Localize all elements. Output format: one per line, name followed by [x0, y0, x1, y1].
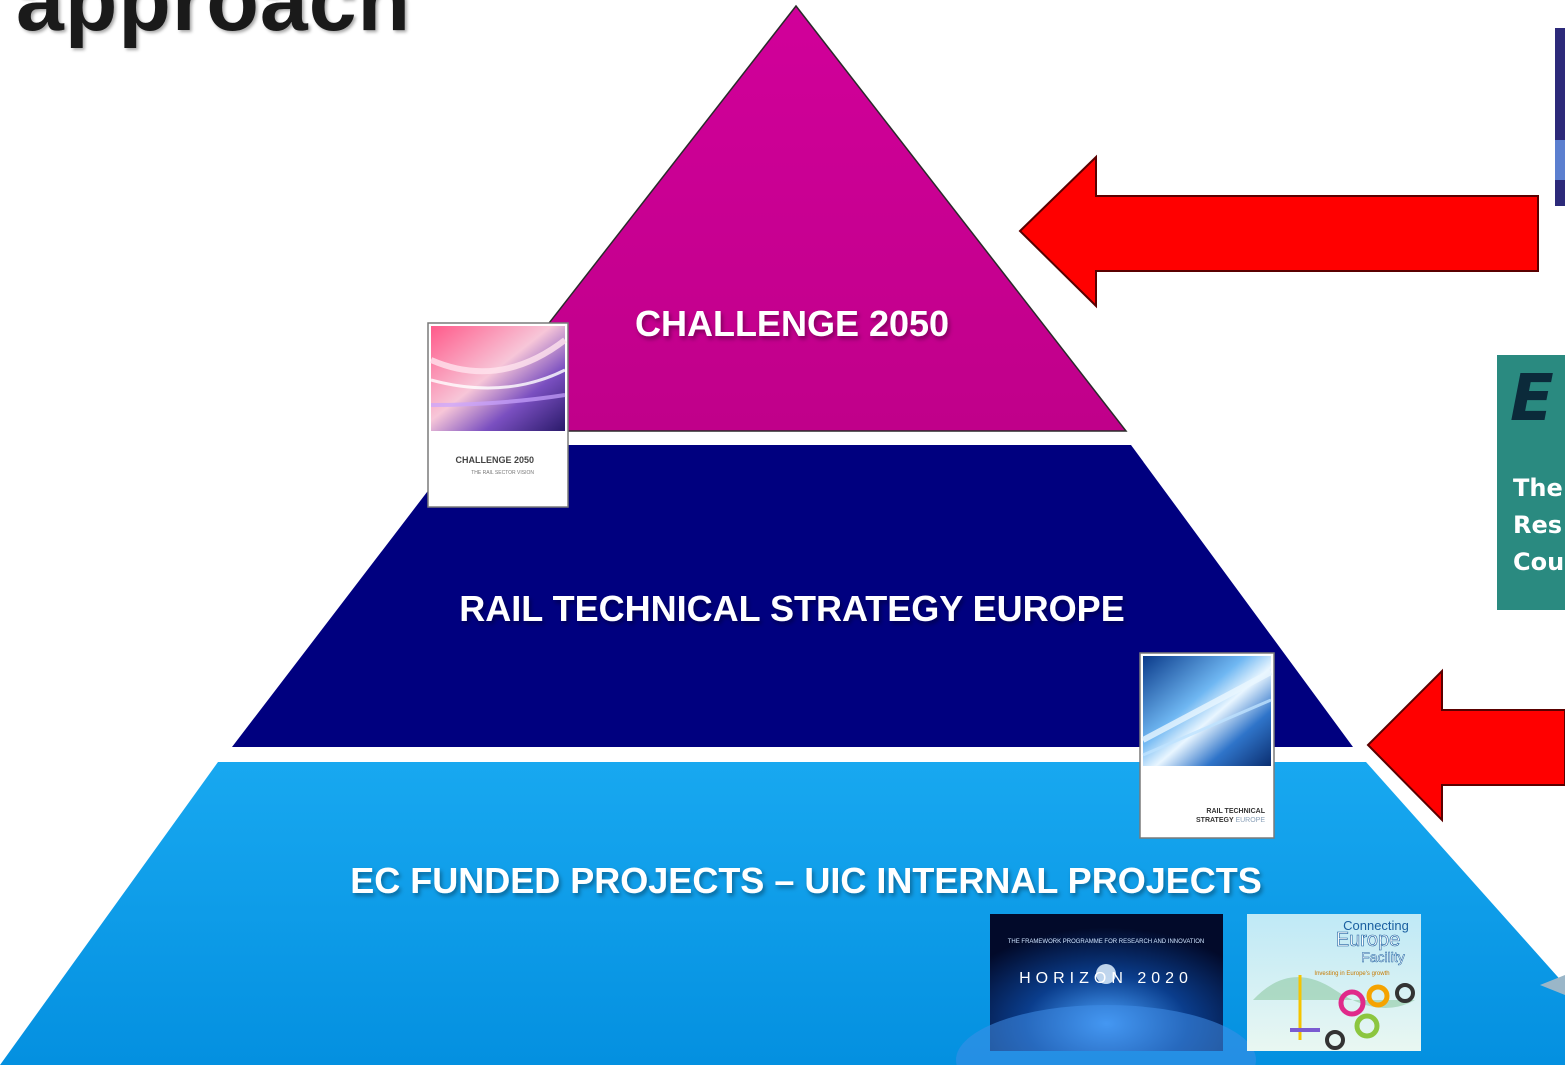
right-logo-line-3: Cou	[1513, 548, 1564, 576]
slide-title: approach	[16, 0, 412, 49]
red-arrow-lower	[1366, 668, 1565, 823]
rts-cover-title-line1: RAIL TECHNICAL	[1206, 808, 1265, 815]
rts-cover: RAIL TECHNICAL STRATEGY EUROPE	[1139, 652, 1275, 839]
right-middle-logo-partial: E The Res Cou	[1497, 355, 1565, 610]
tier-label-challenge: CHALLENGE 2050	[635, 303, 949, 344]
right-bottom-partial-shape	[1540, 975, 1565, 995]
horizon-name: HORIZON 2020	[1019, 970, 1193, 987]
horizon-2020-logo: THE FRAMEWORK PROGRAMME FOR RESEARCH AND…	[956, 914, 1256, 1065]
right-logo-big-letter: E	[1510, 362, 1554, 436]
rts-cover-title-line2: STRATEGY EUROPE	[1196, 817, 1265, 824]
cef-line2: Europe	[1336, 929, 1401, 951]
red-arrow-upper	[1018, 154, 1539, 309]
tier-label-ec-projects: EC FUNDED PROJECTS – UIC INTERNAL PROJEC…	[350, 860, 1261, 901]
cef-line1: Connecting	[1343, 918, 1409, 933]
challenge-2050-cover: CHALLENGE 2050 THE RAIL SECTOR VISION	[427, 322, 569, 508]
challenge-cover-title: CHALLENGE 2050	[455, 455, 534, 465]
horizon-tagline: THE FRAMEWORK PROGRAMME FOR RESEARCH AND…	[1008, 939, 1204, 945]
pyramid-tier-middle	[232, 445, 1353, 747]
cef-line3: Facility	[1361, 949, 1405, 965]
right-top-image-partial	[1552, 22, 1565, 250]
pyramid-tier-top	[463, 4, 1128, 432]
connecting-europe-facility-logo: Connecting Europe Facility Investing in …	[1247, 914, 1421, 1051]
right-logo-line-1: The	[1513, 474, 1563, 502]
right-logo-line-2: Res	[1513, 511, 1562, 539]
cef-tagline: Investing in Europe's growth	[1314, 971, 1389, 977]
challenge-cover-subtitle: THE RAIL SECTOR VISION	[471, 470, 534, 476]
tier-label-rts: RAIL TECHNICAL STRATEGY EUROPE	[459, 588, 1124, 629]
